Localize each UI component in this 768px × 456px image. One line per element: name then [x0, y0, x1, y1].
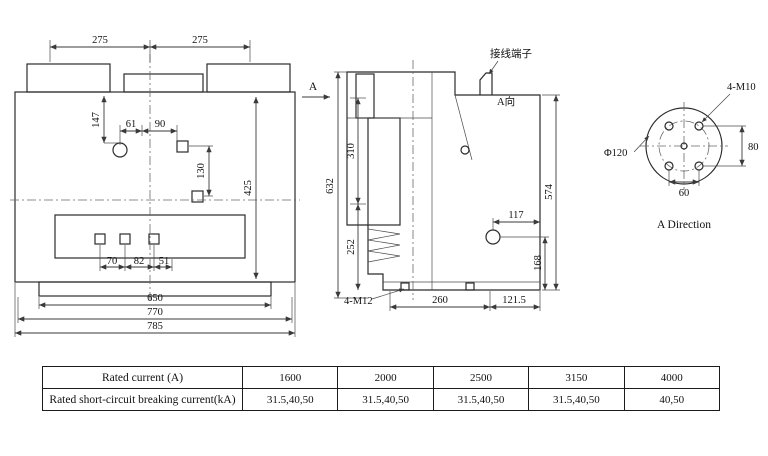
rated-current-value: 3150: [528, 366, 625, 389]
detail-view-caption: A Direction: [657, 219, 711, 231]
label-4-m10: 4-M10: [727, 82, 756, 93]
label-a-arrow: A: [309, 81, 318, 93]
dim-425: 425: [243, 180, 254, 196]
dim-260: 260: [432, 295, 448, 306]
dim-650: 650: [147, 293, 163, 304]
rated-current-value: 2500: [432, 366, 530, 389]
dim-60: 60: [679, 188, 690, 199]
dim-275-right: 275: [192, 35, 208, 46]
dim-770: 770: [147, 307, 163, 318]
label-4-m12: 4-M12: [344, 296, 373, 307]
row-label-rated-current: Rated current (A): [42, 366, 243, 389]
rated-current-row: Rated current (A) 1600 2000 2500 3150 40…: [42, 366, 720, 389]
dim-82: 82: [134, 256, 145, 267]
dim-168: 168: [533, 255, 544, 271]
dim-310: 310: [346, 143, 357, 159]
dim-70: 70: [107, 256, 118, 267]
center-hole: [680, 142, 688, 150]
detail-view-dimensions: 4-M10 Φ120 80 60: [604, 82, 759, 199]
insulator: [355, 73, 375, 119]
bolt-hole: [694, 121, 704, 131]
dim-51: 51: [159, 256, 170, 267]
row-label-breaking-current: Rated short-circuit breaking current(kA): [42, 388, 243, 411]
breaking-current-value: 31.5,40,50: [528, 388, 625, 411]
rating-table: Rated current (A) 1600 2000 2500 3150 40…: [42, 366, 720, 411]
breaking-current-value: 40,50: [623, 388, 720, 411]
bolt-hole: [664, 121, 674, 131]
drawing-canvas: 275 275 147 61 90 130 425: [10, 35, 759, 337]
dim-574: 574: [544, 183, 555, 200]
pole-column: [367, 117, 401, 226]
dim-90: 90: [155, 119, 166, 130]
flange-face: [640, 102, 728, 190]
rated-current-value: 4000: [623, 366, 720, 389]
dim-147: 147: [91, 112, 102, 128]
side-view: 632 310 252 574 117 168: [302, 47, 560, 311]
dim-80: 80: [748, 142, 759, 153]
detail-view-a: 4-M10 Φ120 80 60 A Direction: [604, 82, 759, 231]
bellows: [367, 228, 401, 263]
rated-current-value: 2000: [337, 366, 434, 389]
terminal-lug: [479, 72, 493, 95]
label-terminal: 接线端子: [490, 47, 532, 60]
front-view: 275 275 147 61 90 130 425: [10, 35, 300, 337]
dim-275-left: 275: [92, 35, 108, 46]
front-view-dimensions: 275 275 147 61 90 130 425: [14, 35, 296, 337]
rated-current-value: 1600: [241, 366, 339, 389]
front-view-outline: [14, 63, 296, 297]
dim-130: 130: [196, 163, 207, 179]
label-a-view: A向: [497, 95, 515, 108]
dim-121-5: 121.5: [502, 295, 526, 306]
breaking-current-value: 31.5,40,50: [337, 388, 434, 411]
dim-61: 61: [126, 119, 137, 130]
dim-117: 117: [508, 210, 523, 221]
dim-252: 252: [346, 239, 357, 255]
label-phi-120: Φ120: [604, 148, 627, 159]
side-view-outline: [346, 71, 541, 291]
breaking-current-row: Rated short-circuit breaking current(kA)…: [42, 388, 720, 411]
side-view-dimensions: 632 310 252 574 117 168: [302, 47, 560, 311]
dim-785: 785: [147, 321, 163, 332]
breaking-current-value: 31.5,40,50: [432, 388, 530, 411]
dim-632: 632: [325, 178, 336, 194]
breaking-current-value: 31.5,40,50: [241, 388, 339, 411]
front-view-centerlines: [10, 54, 300, 302]
